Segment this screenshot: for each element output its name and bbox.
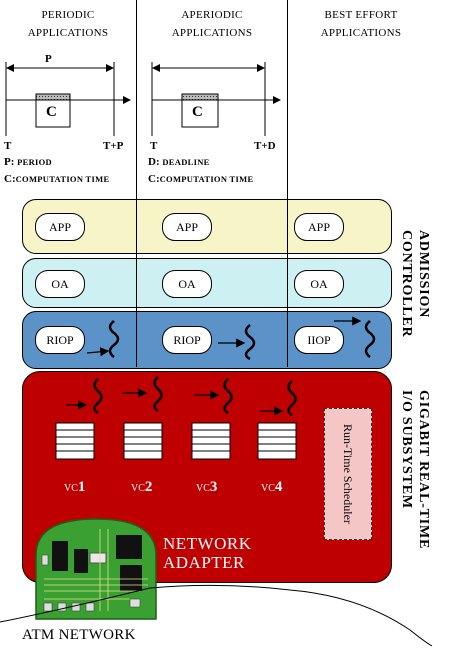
oa-box: OA	[294, 270, 344, 298]
definition-text: COMPUTATION TIME	[159, 174, 254, 184]
chip-icon	[116, 535, 142, 559]
computation-definition: C:COMPUTATION TIME	[148, 173, 253, 185]
vc-prefix: VC	[131, 483, 145, 494]
aperiodic-timing-diagram	[151, 62, 281, 136]
definition-key: P:	[4, 156, 15, 168]
computation-hatch	[181, 93, 219, 101]
computation-definition: C:COMPUTATION TIME	[4, 173, 109, 185]
timing-diagrams	[5, 62, 281, 136]
column-header-line2: APPLICATIONS	[171, 27, 253, 39]
oa-box: OA	[162, 270, 212, 298]
atm-network-cloud	[0, 584, 433, 647]
computation-box	[35, 99, 71, 128]
side-label-line: GIGABIT REAL-TIME	[416, 390, 431, 550]
time-start-label: T	[4, 140, 12, 152]
chip-icon	[74, 549, 88, 573]
run-time-scheduler-label: Run-Time Scheduler	[341, 424, 355, 524]
adapter-line: NETWORK	[163, 534, 252, 553]
definition-text: PERIOD	[17, 157, 52, 167]
flow-arrow-icon	[86, 347, 110, 357]
column-header-line2: APPLICATIONS	[320, 27, 402, 39]
vc-label-1: VC1	[64, 479, 85, 496]
column-header-best-effort: BEST EFFORT APPLICATIONS	[288, 6, 434, 42]
vc-queues-graphics	[55, 376, 297, 460]
column-header-line1: APERIODIC	[181, 9, 243, 21]
riop-box: RIOP	[35, 326, 85, 354]
side-label-line: ADMISSION	[416, 230, 431, 319]
vc-prefix: VC	[196, 483, 210, 494]
definition-text: COMPUTATION TIME	[15, 174, 110, 184]
definition-key: D:	[148, 156, 160, 168]
column-header-line2: APPLICATIONS	[27, 27, 109, 39]
app-band: APP APP APP	[22, 199, 392, 254]
request-stream-icon	[364, 320, 376, 358]
app-box: APP	[162, 213, 212, 241]
app-box: APP	[35, 213, 85, 241]
definition-text: DEADLINE	[162, 157, 210, 167]
column-header-line1: PERIODIC	[41, 9, 95, 21]
vc-label-2: VC2	[131, 479, 152, 496]
time-end-label: T+P	[103, 140, 124, 152]
periodic-timing-diagram	[5, 62, 131, 136]
admission-controller-label: ADMISSION CONTROLLER	[398, 230, 432, 350]
column-divider	[136, 0, 137, 197]
column-divider	[287, 0, 288, 197]
vc-label-4: VC4	[261, 479, 282, 496]
time-end-label: T+D	[254, 140, 276, 152]
chip-icon	[52, 541, 68, 571]
side-label-line: I/O SUBSYSTEM	[399, 390, 414, 509]
iop-flow-graphics	[86, 316, 376, 361]
computation-hatch	[35, 93, 71, 101]
definition-key: C:	[148, 173, 160, 185]
request-stream-icon	[244, 324, 256, 361]
vc-number: 4	[274, 479, 283, 495]
vc-label-3: VC3	[196, 479, 217, 496]
vc-number: 1	[77, 479, 86, 495]
period-label: P	[45, 53, 52, 65]
chip-icon	[120, 565, 142, 591]
computation-label: C	[46, 104, 57, 120]
app-box: APP	[294, 213, 344, 241]
vc-queue-4	[257, 380, 297, 460]
oa-band: OA OA OA	[22, 258, 392, 308]
chip-icon	[89, 552, 107, 564]
vc-number: 3	[209, 479, 218, 495]
period-definition: P: PERIOD	[4, 156, 52, 168]
deadline-definition: D: DEADLINE	[148, 156, 210, 168]
vc-prefix: VC	[64, 483, 78, 494]
run-time-scheduler-box: Run-Time Scheduler	[324, 408, 372, 540]
column-header-line1: BEST EFFORT	[324, 9, 398, 21]
vc-queue-2	[122, 376, 163, 460]
iop-band: RIOP RIOP IIOP	[22, 311, 392, 369]
definition-key: C:	[4, 173, 16, 185]
oa-box: OA	[35, 270, 85, 298]
iiop-box: IIOP	[294, 326, 344, 354]
request-stream-icon	[108, 320, 120, 358]
vc-queue-3	[191, 378, 233, 460]
time-start-label: T	[150, 140, 158, 152]
column-divider	[136, 197, 137, 367]
vc-prefix: VC	[261, 483, 275, 494]
network-adapter-label: NETWORK ADAPTER	[163, 534, 251, 572]
column-divider	[287, 197, 288, 367]
side-label-line: CONTROLLER	[399, 230, 414, 338]
computation-box	[181, 99, 219, 128]
adapter-line: ADAPTER	[163, 553, 245, 572]
column-header-aperiodic: APERIODIC APPLICATIONS	[137, 6, 287, 42]
computation-label: C	[192, 104, 203, 120]
vc-queue-1	[55, 378, 103, 460]
gigabit-subsystem-label: GIGABIT REAL-TIME I/O SUBSYSTEM	[398, 390, 432, 590]
riop-box: RIOP	[162, 326, 212, 354]
column-header-periodic: PERIODIC APPLICATIONS	[0, 6, 136, 42]
atm-network-label: ATM NETWORK	[22, 627, 136, 643]
vc-number: 2	[144, 479, 153, 495]
